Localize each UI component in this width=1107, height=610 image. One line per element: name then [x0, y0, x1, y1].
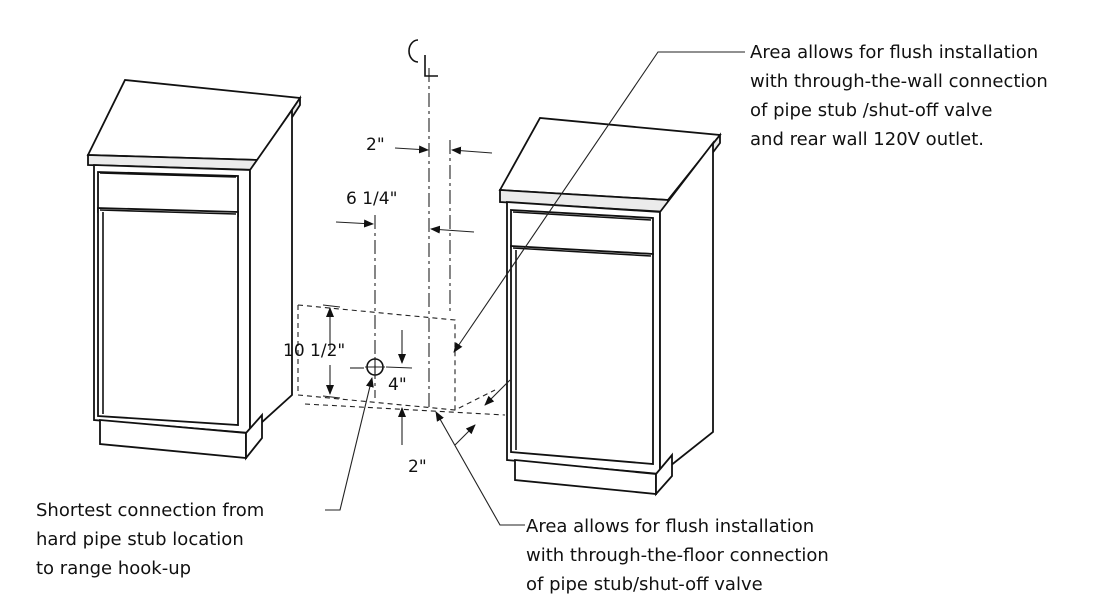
- note-line: Area allows for flush installation: [526, 516, 814, 537]
- note-line: to range hook-up: [36, 558, 191, 579]
- dimension-stub-to-floor: 4": [385, 330, 413, 445]
- note-line: and rear wall 120V outlet.: [750, 129, 984, 150]
- dimension-label: 4": [388, 375, 407, 395]
- note-line: with through-the-wall connection: [750, 71, 1048, 92]
- leader-lines: [325, 51, 745, 526]
- center-line: [408, 39, 438, 410]
- note-line: Area allows for flush installation: [750, 42, 1038, 63]
- dimension-stub-height: 10 1/2": [283, 304, 364, 399]
- note-shortest-connection: Shortest connection from hard pipe stub …: [36, 500, 264, 579]
- note-line: hard pipe stub location: [36, 529, 244, 550]
- dimension-floor-area-depth: 2": [408, 379, 511, 477]
- dimension-label: 2": [408, 457, 427, 477]
- left-cabinet: [86, 79, 302, 461]
- note-line: with through-the-floor connection: [526, 545, 829, 566]
- dimension-label: 2": [366, 135, 385, 155]
- dimension-wall-area-width: 2": [366, 135, 493, 155]
- pipe-stub-icon: [365, 357, 385, 377]
- note-floor-area: Area allows for flush installation with …: [526, 516, 829, 595]
- note-line: of pipe stub/shut-off valve: [526, 574, 763, 595]
- dimension-label: 6 1/4": [346, 189, 397, 209]
- note-line: Shortest connection from: [36, 500, 264, 521]
- note-line: of pipe stub /shut-off valve: [750, 100, 992, 121]
- dimension-stub-offset: 6 1/4": [335, 189, 475, 234]
- dimension-label: 10 1/2": [283, 341, 345, 361]
- note-wall-area: Area allows for flush installation with …: [750, 42, 1048, 150]
- right-cabinet: [498, 117, 722, 497]
